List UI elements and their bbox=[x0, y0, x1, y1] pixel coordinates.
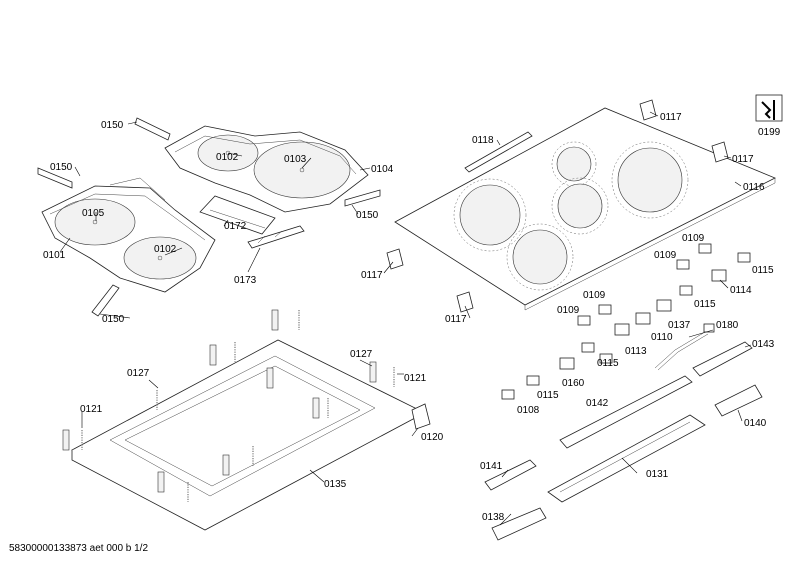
label-0116: 0116 bbox=[743, 182, 765, 193]
leader-lines bbox=[59, 111, 752, 526]
document-code: 58300000133873 aet 000 b 1/2 bbox=[9, 543, 149, 554]
label-0109: 0109 bbox=[654, 250, 677, 261]
label-0150: 0150 bbox=[101, 120, 124, 131]
label-0137: 0137 bbox=[668, 320, 691, 331]
label-0120: 0120 bbox=[421, 432, 444, 443]
label-0138: 0138 bbox=[482, 512, 505, 523]
label-0135: 0135 bbox=[324, 479, 347, 490]
label-0173: 0173 bbox=[234, 275, 257, 286]
label-0127: 0127 bbox=[350, 349, 373, 360]
label-0117: 0117 bbox=[732, 154, 754, 165]
label-0114: 0114 bbox=[730, 285, 752, 296]
bracket-0150 bbox=[37, 117, 381, 317]
housing-0131 bbox=[547, 414, 706, 503]
ribbon-cable-0180 bbox=[654, 323, 715, 371]
label-0101: 0101 bbox=[43, 250, 66, 261]
label-0121: 0121 bbox=[80, 404, 103, 415]
wire-clip bbox=[247, 225, 305, 249]
label-0109: 0109 bbox=[682, 233, 705, 244]
clip-0117 bbox=[386, 99, 729, 313]
coil-carrier-front bbox=[41, 177, 216, 293]
springs bbox=[81, 310, 395, 502]
label-0110: 0110 bbox=[651, 332, 673, 343]
label-0140: 0140 bbox=[744, 418, 767, 429]
label-0102: 0102 bbox=[154, 244, 177, 255]
label-0199: 0199 bbox=[758, 127, 781, 138]
glass-ceramic-hob bbox=[394, 107, 776, 311]
label-0121: 0121 bbox=[404, 373, 427, 384]
label-0109: 0109 bbox=[557, 305, 580, 316]
bracket-0120 bbox=[411, 403, 431, 430]
label-0118: 0118 bbox=[472, 135, 494, 146]
trim-strip-0118 bbox=[464, 131, 533, 173]
support-feet bbox=[62, 309, 377, 493]
label-0108: 0108 bbox=[517, 405, 540, 416]
label-0103: 0103 bbox=[284, 154, 307, 165]
label-0105: 0105 bbox=[82, 208, 105, 219]
label-0127: 0127 bbox=[127, 368, 150, 379]
label-0117: 0117 bbox=[660, 112, 682, 123]
service-tool-icon bbox=[755, 94, 783, 122]
label-0115: 0115 bbox=[537, 390, 559, 401]
label-0160: 0160 bbox=[562, 378, 585, 389]
coil-carrier-rear bbox=[164, 125, 369, 213]
label-0142: 0142 bbox=[586, 398, 609, 409]
control-boards bbox=[484, 341, 763, 491]
chassis-frame-0135 bbox=[71, 339, 416, 531]
cover-plate bbox=[199, 195, 276, 235]
label-0113: 0113 bbox=[625, 346, 647, 357]
label-0117: 0117 bbox=[361, 270, 383, 281]
label-0172: 0172 bbox=[224, 221, 247, 232]
label-0104: 0104 bbox=[371, 164, 394, 175]
bracket-0138 bbox=[491, 507, 547, 541]
label-0150: 0150 bbox=[356, 210, 379, 221]
label-0115: 0115 bbox=[694, 299, 716, 310]
label-0131: 0131 bbox=[646, 469, 669, 480]
label-0150: 0150 bbox=[50, 162, 73, 173]
label-0102: 0102 bbox=[216, 152, 239, 163]
part-labels: 0150 0150 0150 0150 0102 0102 0103 0104 … bbox=[43, 112, 781, 523]
label-0115: 0115 bbox=[597, 358, 619, 369]
label-0109: 0109 bbox=[583, 290, 606, 301]
label-0141: 0141 bbox=[480, 461, 503, 472]
label-0117: 0117 bbox=[445, 314, 467, 325]
label-0150: 0150 bbox=[102, 314, 125, 325]
label-0143: 0143 bbox=[752, 339, 775, 350]
small-components bbox=[501, 243, 751, 400]
label-0115: 0115 bbox=[752, 265, 774, 276]
label-0180: 0180 bbox=[716, 320, 739, 331]
